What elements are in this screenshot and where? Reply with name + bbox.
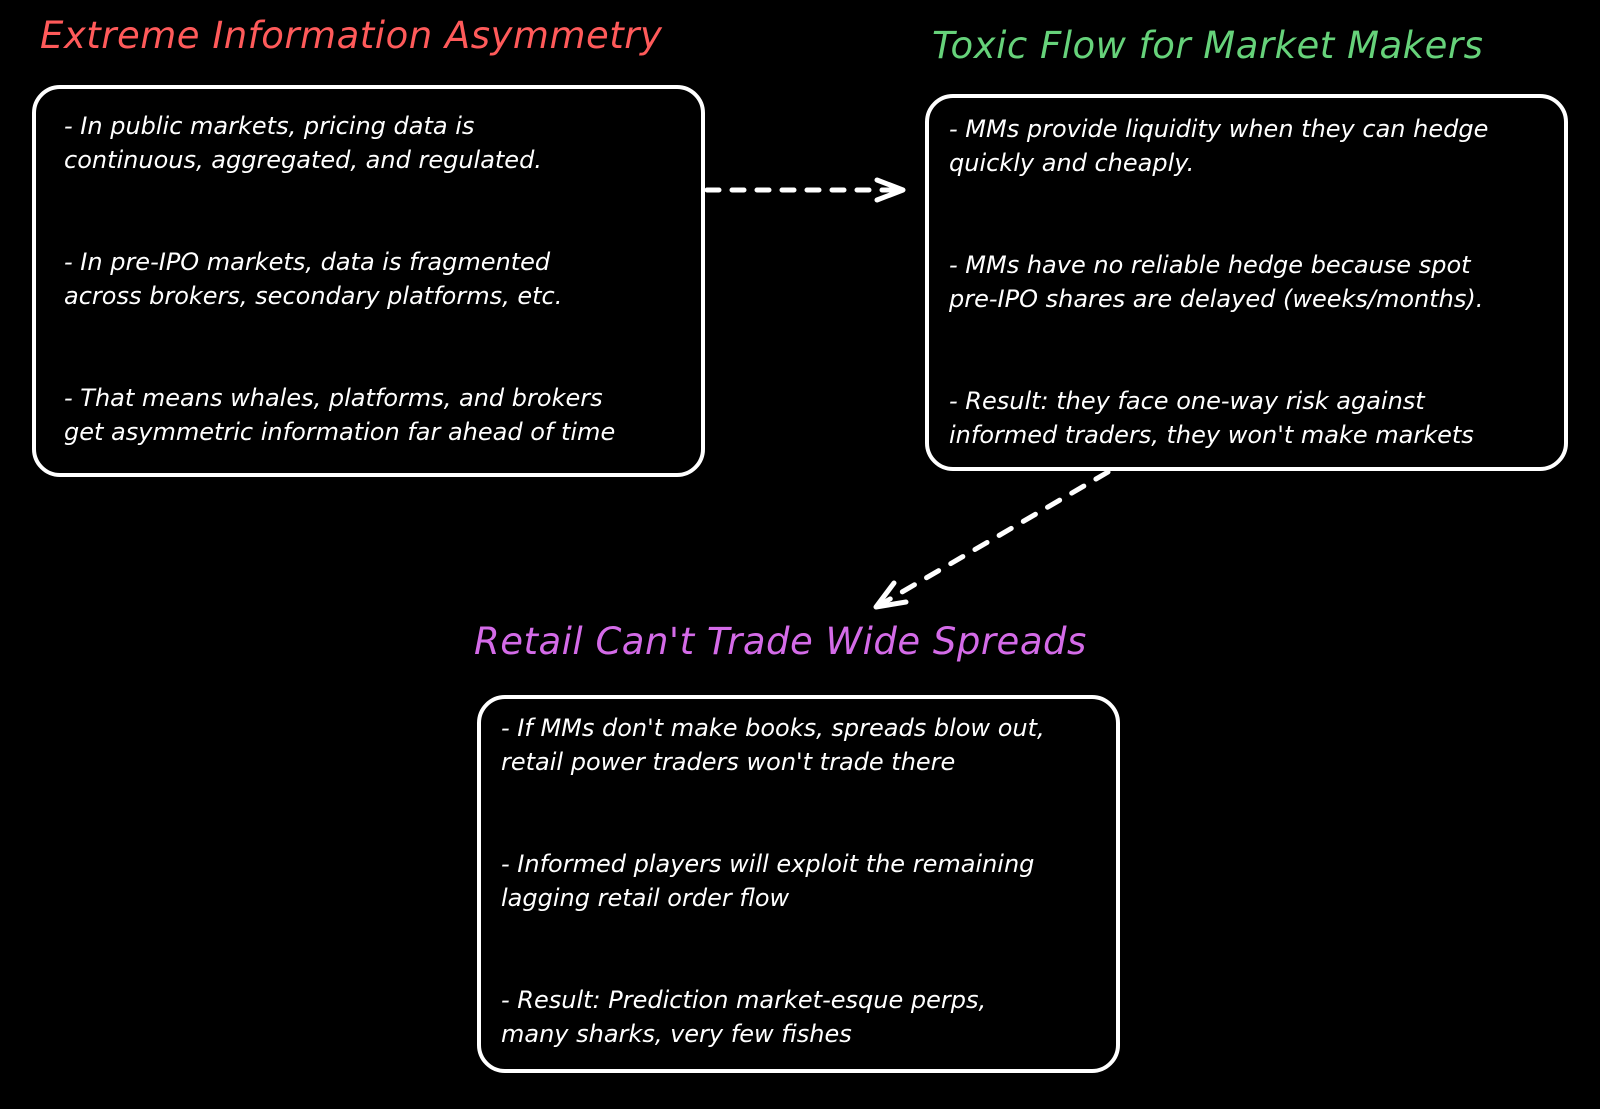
node-title-information-asymmetry: Extreme Information Asymmetry xyxy=(40,14,663,57)
bullet-text: - MMs have no reliable hedge because spo… xyxy=(949,251,1484,313)
arrow-toxic-flow-to-wide-spreads[interactable] xyxy=(873,469,1111,610)
bullet-text: - MMs provide liquidity when they can he… xyxy=(949,115,1489,177)
node-title-toxic-flow: Toxic Flow for Market Makers xyxy=(932,24,1484,67)
arrowhead-icon xyxy=(874,177,906,203)
bullet-text: - In pre-IPO markets, data is fragmented… xyxy=(64,248,563,310)
bullet-text: - That means whales, platforms, and brok… xyxy=(64,384,616,446)
arrow-asymmetry-to-toxic-flow[interactable] xyxy=(704,177,906,203)
arrowhead-icon xyxy=(873,580,909,610)
dashed-connector-line xyxy=(875,469,1111,609)
node-box-information-asymmetry[interactable]: - In public markets, pricing data is con… xyxy=(32,85,705,477)
bullet-text: - If MMs don't make books, spreads blow … xyxy=(501,714,1045,776)
node-box-wide-spreads[interactable]: - If MMs don't make books, spreads blow … xyxy=(477,695,1120,1073)
node-title-wide-spreads: Retail Can't Trade Wide Spreads xyxy=(474,620,1087,663)
bullet-text: - In public markets, pricing data is con… xyxy=(64,112,542,174)
bullet-text: - Informed players will exploit the rema… xyxy=(501,850,1035,912)
node-box-toxic-flow[interactable]: - MMs provide liquidity when they can he… xyxy=(925,94,1568,471)
bullet-text: - Result: they face one-way risk against… xyxy=(949,387,1474,449)
bullet-text: - Result: Prediction market-esque perps,… xyxy=(501,986,987,1048)
